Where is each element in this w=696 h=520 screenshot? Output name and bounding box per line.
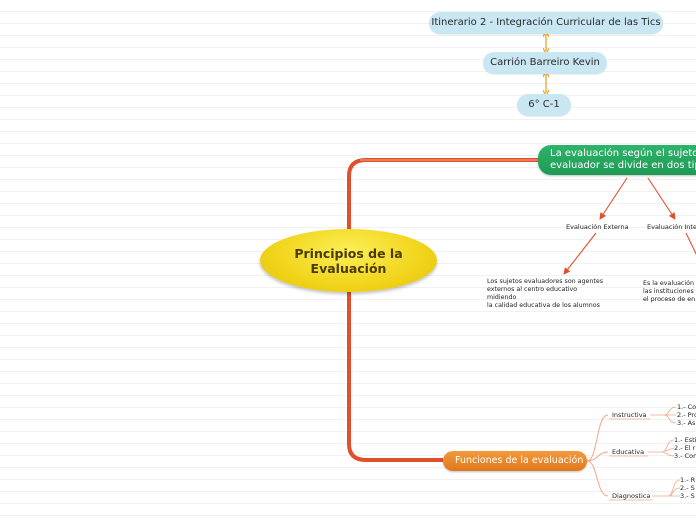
link-instructiva-sub (650, 406, 677, 424)
list-item[interactable]: 3.- S (680, 492, 695, 500)
link-sujeto-interna (647, 177, 676, 220)
central-topic-label: Principios de la Evaluación (294, 245, 403, 276)
list-item[interactable]: 1.- Esti (674, 436, 696, 444)
list-item[interactable]: 1.- R (680, 476, 696, 484)
link-funciones-instructiva (586, 414, 609, 462)
interna-description[interactable]: Es la evaluación las instituciones el pr… (643, 280, 696, 303)
instructiva-sub-list: 1.- Co 2.- Pro 3.- As (677, 403, 696, 427)
link-funciones-educativa (586, 451, 609, 462)
link-interna-desc (685, 232, 696, 255)
educativa-sub-list: 1.- Esti 2.- El r 3.- Con (674, 436, 696, 460)
node-evaluacion-sujeto[interactable]: La evaluación según el sujeto evaluador … (538, 145, 696, 175)
link-funciones-diagnostica (586, 460, 609, 497)
diagnostica-sub-list: 1.- R 2.- S 3.- S (680, 476, 695, 500)
node-funciones-evaluacion[interactable]: Funciones de la evaluación (443, 451, 587, 471)
node-itinerario[interactable]: Itinerario 2 - Integración Curricular de… (429, 12, 663, 34)
list-item[interactable]: 1.- Co (677, 403, 696, 411)
list-item[interactable]: 2.- El r (674, 444, 696, 452)
node-grade[interactable]: 6° C-1 (517, 94, 571, 116)
list-item[interactable]: 3.- Con (674, 452, 696, 460)
link-sujeto-externa (599, 177, 628, 220)
externa-description[interactable]: Los sujetos evaluadores son agentes exte… (487, 278, 604, 309)
node-student-name[interactable]: Carrión Barreiro Kevin (483, 52, 607, 74)
node-evaluacion-externa[interactable]: Evaluación Externa (566, 223, 629, 231)
list-item[interactable]: 2.- S (680, 484, 695, 492)
node-instructiva[interactable]: Instructiva (612, 411, 647, 419)
link-central-funciones (347, 270, 443, 462)
central-topic-node[interactable]: Principios de la Evaluación (260, 229, 437, 292)
node-educativa[interactable]: Educativa (612, 448, 645, 456)
list-item[interactable]: 2.- Pro (677, 411, 696, 419)
node-evaluacion-interna[interactable]: Evaluación Inte (647, 223, 696, 231)
link-diagnostica-sub (652, 479, 681, 497)
link-educativa-sub (648, 439, 675, 457)
list-item[interactable]: 3.- As (677, 419, 696, 427)
node-diagnostica[interactable]: Diagnostica (612, 492, 651, 500)
link-externa-desc (563, 232, 597, 275)
